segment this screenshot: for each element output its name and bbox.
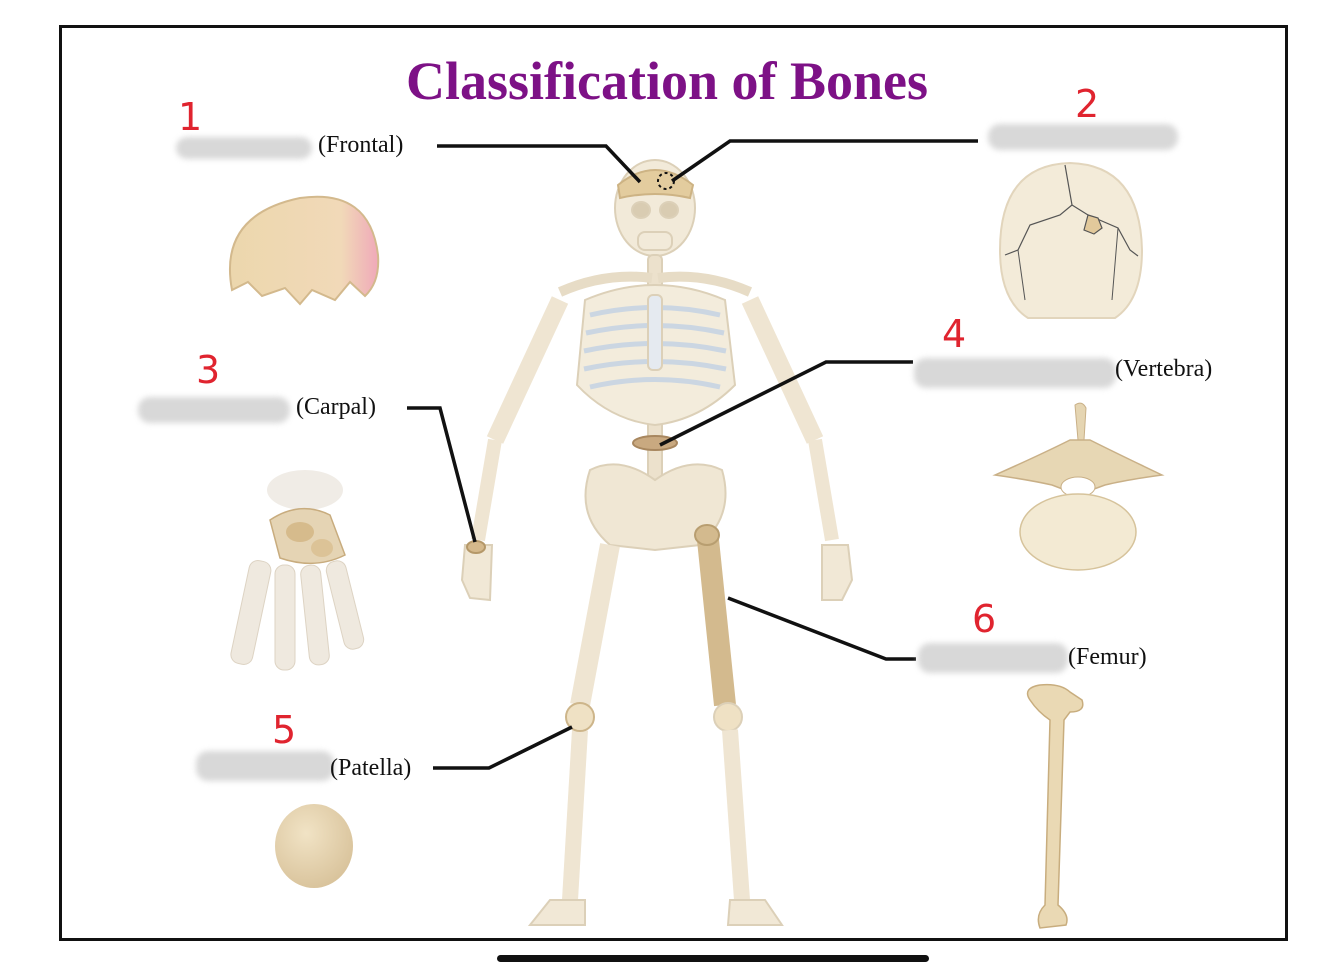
leader-line-patella bbox=[433, 727, 572, 768]
left-upper-arm bbox=[495, 300, 560, 440]
femur-illustration bbox=[1028, 685, 1083, 928]
leader-line-frontal bbox=[437, 146, 640, 182]
handwritten-number-5: 5 bbox=[272, 708, 296, 752]
carpal-bones-illustration bbox=[229, 470, 365, 670]
leader-line-sutural bbox=[672, 141, 978, 181]
label-vertebra: (Vertebra) bbox=[1115, 356, 1212, 383]
handwritten-number-6: 6 bbox=[972, 597, 996, 641]
label-carpal: (Carpal) bbox=[296, 394, 376, 421]
patella-illustration bbox=[275, 804, 353, 888]
posterior-skull-illustration bbox=[1000, 163, 1142, 318]
right-knee bbox=[714, 703, 742, 731]
handwritten-number-4: 4 bbox=[942, 312, 966, 356]
right-forearm bbox=[815, 440, 832, 540]
right-lower-leg bbox=[730, 730, 742, 900]
left-lower-leg bbox=[570, 730, 580, 900]
skeleton bbox=[462, 160, 852, 925]
femur-head bbox=[695, 525, 719, 545]
label-frontal: (Frontal) bbox=[318, 132, 403, 159]
sternum bbox=[648, 295, 662, 370]
redacted-answer-1 bbox=[176, 137, 312, 159]
frontal-bone-illustration bbox=[230, 197, 378, 304]
handwritten-number-2: 2 bbox=[1075, 82, 1099, 126]
right-upper-arm bbox=[750, 300, 815, 440]
right-hand bbox=[822, 545, 852, 600]
redacted-answer-2 bbox=[988, 124, 1178, 150]
redacted-answer-4 bbox=[914, 358, 1116, 388]
label-patella: (Patella) bbox=[330, 755, 411, 782]
redacted-answer-6 bbox=[918, 643, 1068, 673]
right-femur-highlight bbox=[708, 540, 725, 705]
carpal-highlight bbox=[467, 541, 485, 553]
leader-line-femur bbox=[728, 598, 916, 659]
eye-socket bbox=[632, 202, 650, 218]
handwritten-number-3: 3 bbox=[196, 348, 220, 392]
vertebra-illustration bbox=[995, 403, 1162, 570]
leader-line-carpal bbox=[407, 408, 475, 542]
left-femur bbox=[580, 545, 610, 705]
label-femur: (Femur) bbox=[1068, 644, 1147, 671]
left-forearm bbox=[478, 440, 495, 540]
left-foot bbox=[530, 900, 585, 925]
redacted-answer-3 bbox=[138, 397, 290, 423]
right-foot bbox=[728, 900, 782, 925]
jaw bbox=[638, 232, 672, 250]
home-indicator-bar bbox=[497, 955, 929, 962]
handwritten-number-1: 1 bbox=[178, 95, 202, 139]
eye-socket bbox=[660, 202, 678, 218]
redacted-answer-5 bbox=[196, 751, 334, 781]
